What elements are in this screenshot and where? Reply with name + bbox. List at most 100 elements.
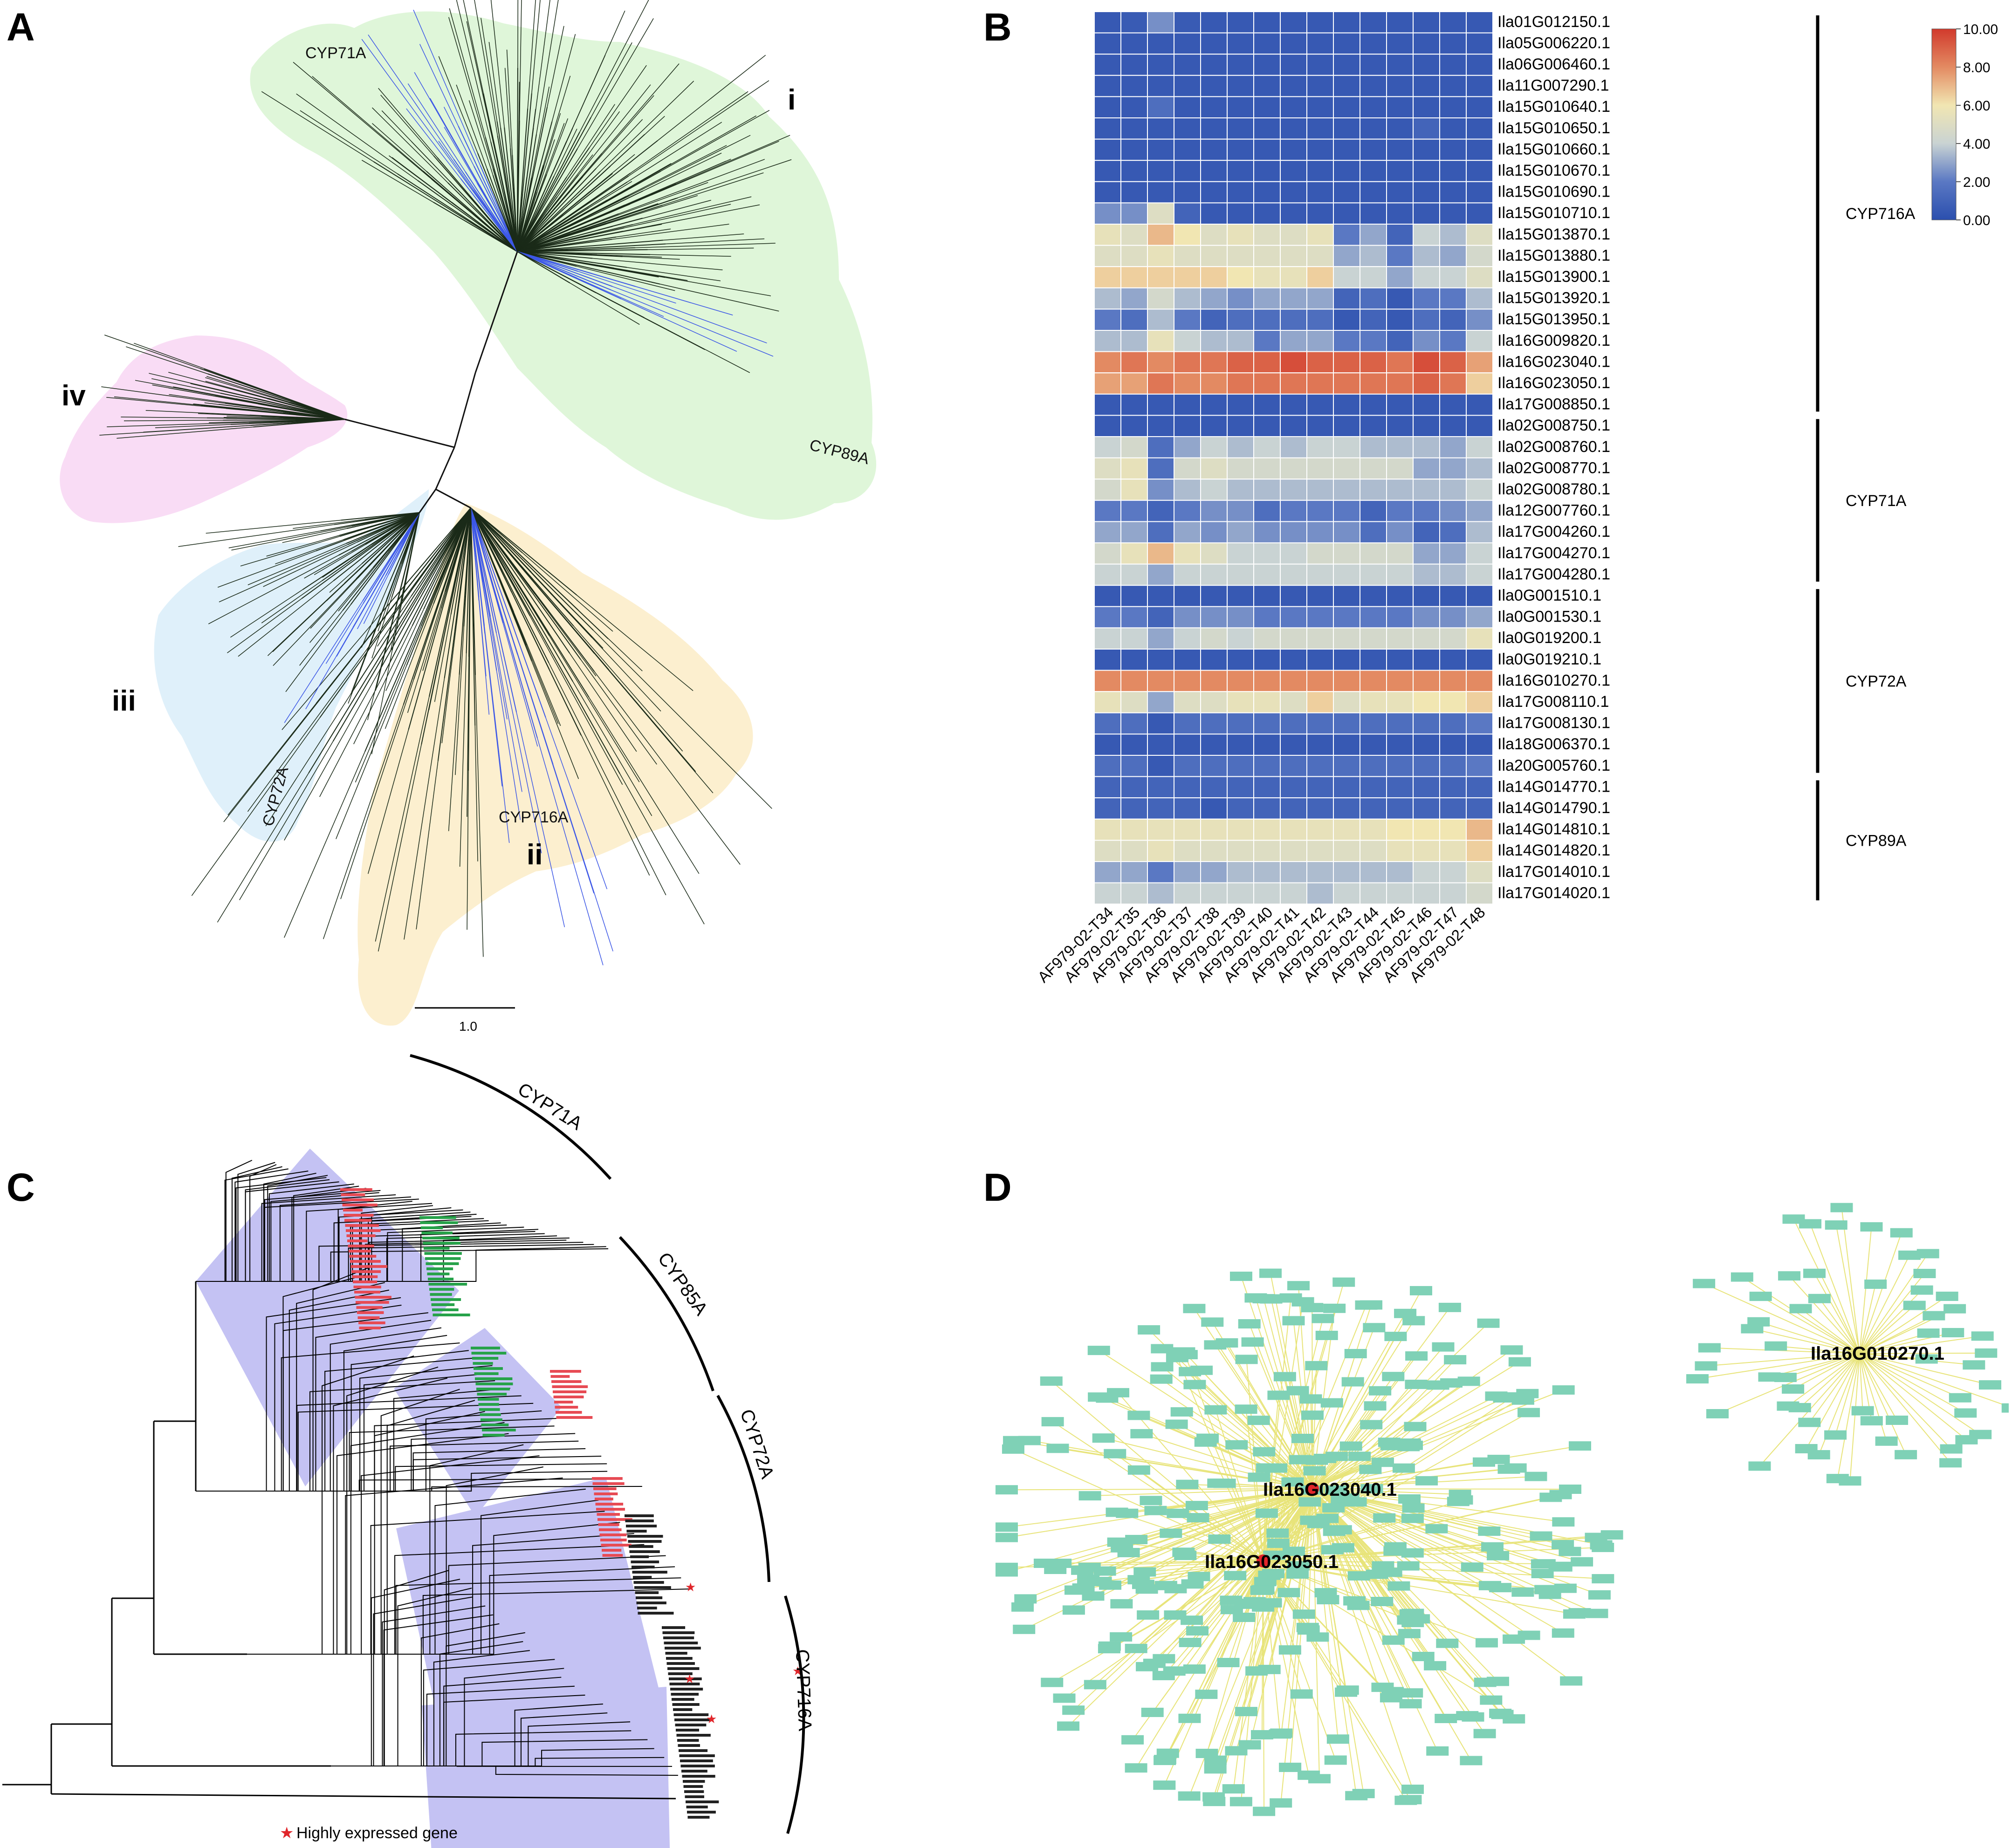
- heatmap-cell: [1280, 287, 1307, 310]
- network-node: [1397, 1442, 1420, 1451]
- tree-leaf-branch: [367, 642, 388, 720]
- network-node: [1559, 1547, 1581, 1556]
- heatmap-cell: [1439, 32, 1467, 55]
- tree-branch: [470, 507, 620, 774]
- tip-label: [632, 1571, 667, 1574]
- tree-branch: [373, 161, 518, 252]
- network-node: [1518, 1408, 1540, 1417]
- heatmap-cell: [1360, 96, 1387, 118]
- tree-leaf-branch: [441, 603, 460, 744]
- heatmap-cell: [1174, 733, 1201, 756]
- network-node: [1195, 1690, 1218, 1699]
- heatmap-cell: [1253, 840, 1281, 862]
- network-node: [1748, 1461, 1771, 1471]
- tree-leaf-branch: [310, 578, 358, 629]
- heatmap-cell: [1253, 11, 1281, 34]
- heatmap-cell: [1174, 649, 1201, 671]
- tree-branch: [517, 227, 625, 252]
- tree-leaf-branch: [593, 630, 772, 809]
- heatmap-cell: [1413, 882, 1440, 905]
- network-node: [1590, 1540, 1613, 1550]
- network-node: [1695, 1361, 1717, 1371]
- tree-branch: [470, 507, 573, 682]
- tree-c-branch: [51, 1793, 676, 1800]
- heatmap-cell: [1360, 160, 1387, 182]
- heatmap-cell: [1200, 224, 1228, 246]
- network-node: [1474, 1677, 1497, 1687]
- heatmap-cell: [1333, 351, 1360, 374]
- tree-leaf-branch: [546, 118, 569, 175]
- heatmap-cell: [1333, 11, 1360, 34]
- network-node: [1343, 1596, 1366, 1606]
- tree-branch: [351, 512, 420, 527]
- tree-leaf-branch: [537, 738, 604, 965]
- heatmap-row-label: Ila01G012150.1: [1497, 13, 1610, 31]
- network-node: [1151, 1362, 1174, 1372]
- heatmap-cell: [1200, 330, 1228, 352]
- tree-branch: [470, 507, 497, 671]
- heatmap-cell: [1147, 160, 1174, 182]
- heatmap-cell: [1386, 266, 1414, 288]
- network-edge: [1859, 1305, 1915, 1354]
- heatmap-cell: [1227, 840, 1254, 862]
- tip-label: [348, 1245, 374, 1247]
- heatmap-cell: [1120, 32, 1148, 55]
- heatmap-cell: [1466, 415, 1493, 438]
- heatmap-cell: [1333, 138, 1360, 161]
- tree-branch: [319, 507, 471, 718]
- tip-label: [421, 1232, 453, 1234]
- heatmap-cell: [1147, 96, 1174, 118]
- heatmap-cell: [1094, 32, 1121, 55]
- network-node: [1301, 1303, 1324, 1313]
- heatmap-cell: [1200, 308, 1228, 331]
- heatmap-cell: [1280, 11, 1307, 34]
- network-node: [1798, 1417, 1821, 1427]
- network-node: [1289, 1455, 1312, 1465]
- network-edge: [1166, 1488, 1313, 1586]
- network-node: [1345, 1791, 1368, 1800]
- tree-leaf-branch: [340, 679, 414, 899]
- tip-label: [482, 1429, 516, 1431]
- network-node: [1286, 1386, 1309, 1396]
- tree-leaf-branch: [353, 625, 413, 745]
- network-node: [1235, 1707, 1258, 1717]
- tree-leaf-branch: [619, 773, 705, 924]
- tree-leaf-branch: [448, 17, 494, 169]
- network-node: [1825, 1220, 1847, 1230]
- network-edge: [1859, 1353, 1981, 1435]
- heatmap-cell: [1280, 308, 1307, 331]
- heatmap-cell: [1120, 585, 1148, 607]
- network-node: [1548, 1561, 1571, 1571]
- heatmap-cell: [1147, 32, 1174, 55]
- tip-label: [668, 1672, 693, 1675]
- tree-leaf-branch: [484, 633, 503, 787]
- network-edge: [1809, 1353, 1860, 1423]
- heatmap-cell: [1413, 75, 1440, 97]
- heatmap-cell: [1439, 585, 1467, 607]
- heatmap-cell: [1120, 245, 1148, 267]
- network-node: [1424, 1661, 1447, 1670]
- heatmap-cell: [1466, 712, 1493, 735]
- heatmap-cell: [1439, 181, 1467, 204]
- heatmap-cell: [1200, 11, 1228, 34]
- heatmap-cell: [1120, 436, 1148, 459]
- heatmap-cell: [1413, 54, 1440, 76]
- tree-leaf-branch: [348, 603, 386, 704]
- heatmap-cell: [1280, 521, 1307, 544]
- tip-label: [665, 1647, 701, 1650]
- tip-label: [636, 1602, 666, 1604]
- heatmap-cell: [1227, 479, 1254, 501]
- heatmap-cell: [1120, 882, 1148, 905]
- tree-leaf-branch: [632, 196, 752, 225]
- heatmap-cell: [1466, 861, 1493, 883]
- tip-label: [342, 1198, 374, 1201]
- tree-leaf-branch: [419, 44, 459, 127]
- tree-branch: [517, 132, 580, 252]
- tree-leaf-branch: [570, 282, 640, 325]
- tip-label: [634, 1586, 671, 1589]
- tree-leaf-branch: [322, 544, 372, 578]
- tree-leaf-branch: [293, 62, 432, 179]
- heatmap-cell: [1094, 245, 1121, 267]
- tree-leaf-branch: [261, 580, 323, 623]
- heatmap-cell: [1147, 393, 1174, 416]
